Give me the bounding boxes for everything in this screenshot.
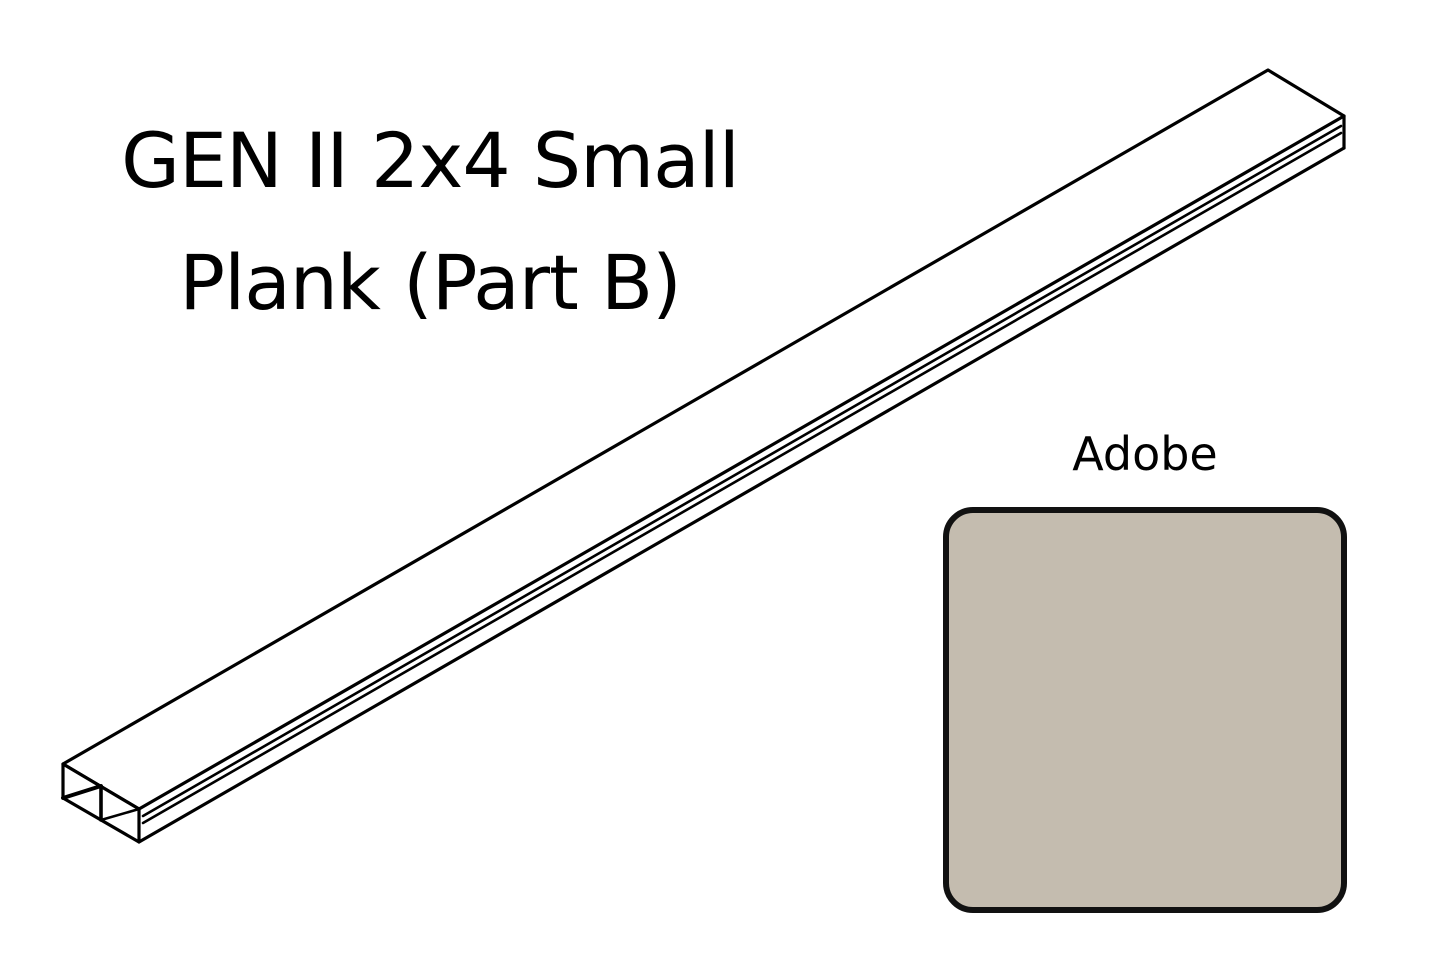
- color-swatch-label: Adobe: [1072, 427, 1218, 481]
- color-swatch: [943, 507, 1347, 913]
- plank-groove-line-2: [141, 131, 1343, 825]
- plank-chamber-left-inner: [61, 784, 103, 800]
- product-title-line-1: GEN II 2x4 Small: [121, 116, 740, 205]
- plank-groove-line-1: [141, 124, 1343, 818]
- plank-chamber-right-inner: [99, 807, 141, 822]
- plank-side-bottom-edge: [137, 146, 1346, 844]
- product-title: GEN II 2x4 Small Plank (Part B): [60, 100, 800, 344]
- product-title-line-2: Plank (Part B): [179, 238, 682, 327]
